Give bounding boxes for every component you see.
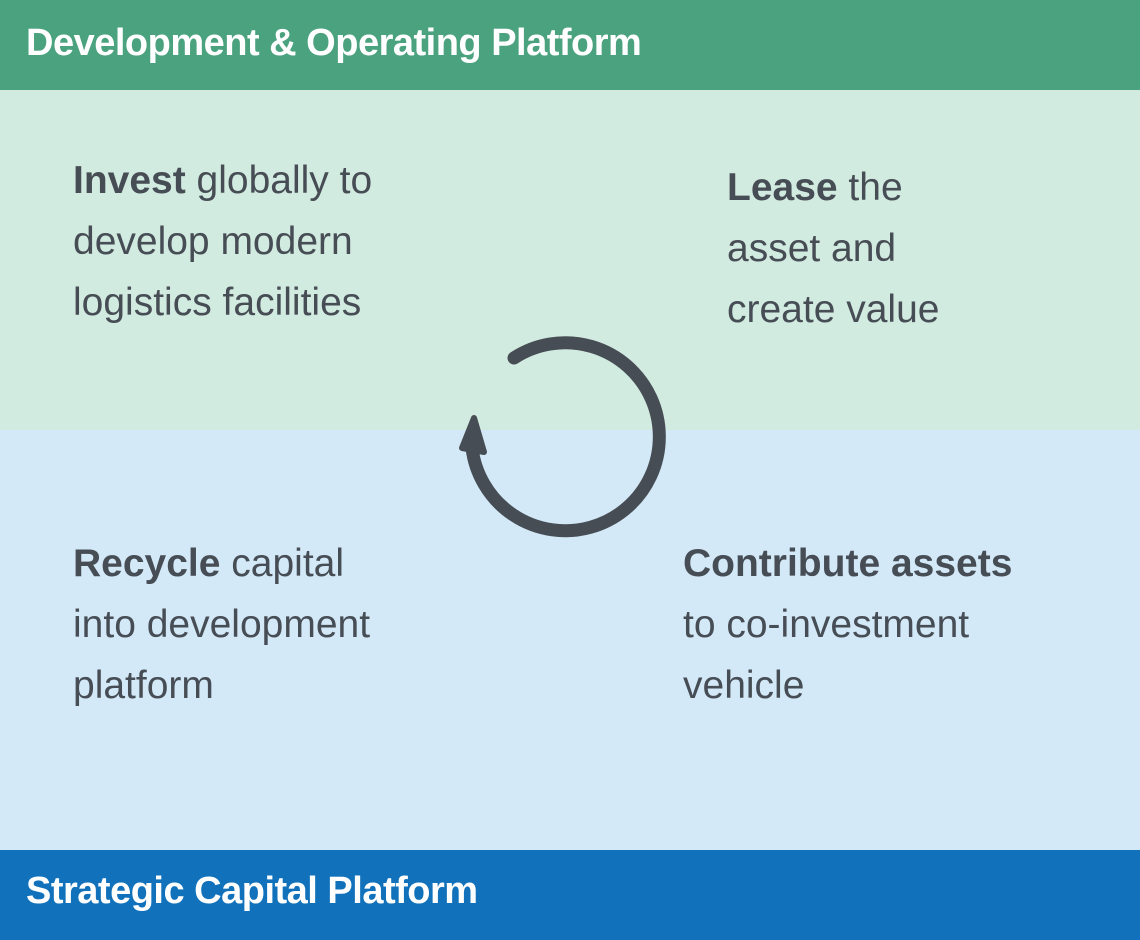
step-keyword: Recycle — [73, 542, 221, 585]
step-lease: Lease the asset and create value — [727, 157, 1047, 340]
step-text: capital — [220, 542, 345, 585]
step-text: globally to — [185, 159, 373, 202]
capital-zone — [0, 430, 1140, 850]
step-text: develop modern — [73, 220, 353, 263]
step-text: platform — [73, 664, 214, 707]
step-text: the — [837, 166, 903, 209]
step-keyword: Contribute assets — [683, 542, 1013, 585]
step-text: create value — [727, 288, 940, 331]
step-text: logistics facilities — [73, 281, 362, 324]
step-contribute: Contribute assets to co-investment vehic… — [683, 533, 1103, 716]
footer-title: Strategic Capital Platform — [26, 870, 478, 912]
step-keyword: Lease — [727, 166, 838, 209]
header-title: Development & Operating Platform — [26, 22, 642, 64]
step-text: vehicle — [683, 664, 805, 707]
step-keyword: Invest — [73, 159, 186, 202]
cycle-arc — [465, 336, 666, 538]
counterclockwise-cycle-arrow-icon — [459, 336, 666, 538]
strategic-capital-platform-footer: Strategic Capital Platform — [0, 850, 1140, 940]
step-recycle: Recycle capital into development platfor… — [73, 533, 493, 716]
step-text: to co-investment — [683, 603, 970, 646]
step-invest: Invest globally to develop modern logist… — [73, 150, 493, 333]
step-text: into development — [73, 603, 371, 646]
step-text: asset and — [727, 227, 897, 270]
cycle-arrowhead — [459, 415, 487, 455]
development-operating-platform-header: Development & Operating Platform — [0, 0, 1140, 90]
development-zone — [0, 90, 1140, 430]
